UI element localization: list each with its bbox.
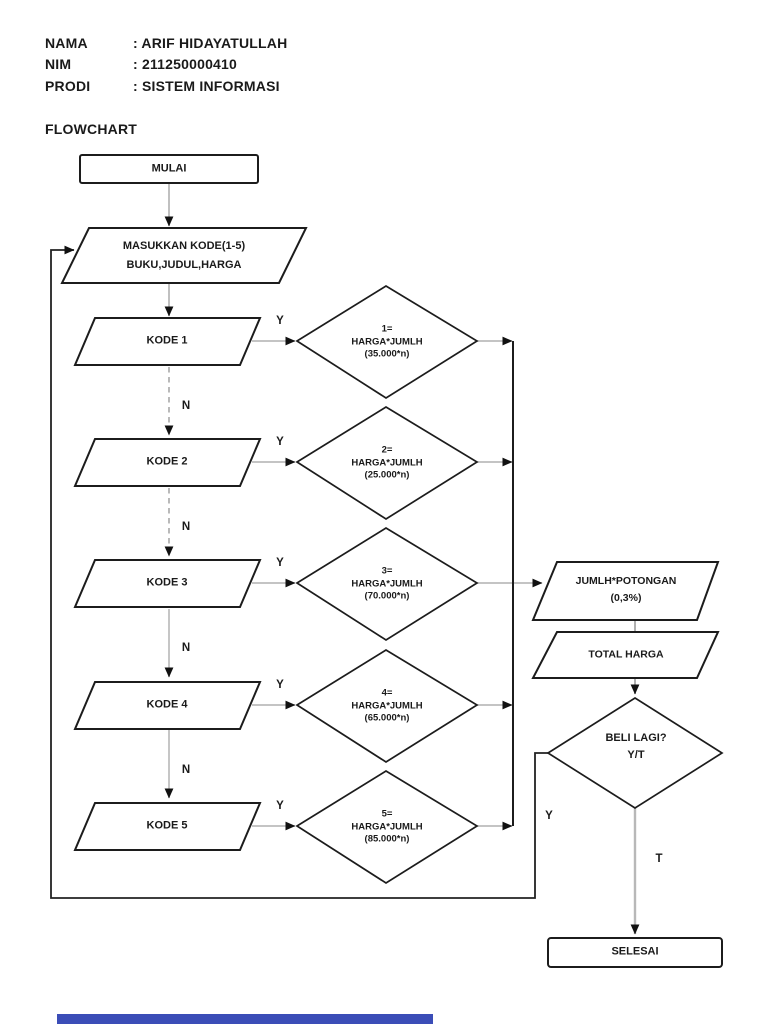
decision3-line2: HARGA*JUMLH	[351, 577, 423, 589]
footer-bar	[57, 1014, 433, 1024]
buyagain-decision-label: BELI LAGI? Y/T	[605, 730, 666, 764]
info-label: NAMA	[45, 34, 88, 51]
kode4-no-label: N	[181, 764, 191, 776]
kode1-node-shape	[73, 317, 262, 366]
buyagain-line2: Y/T	[627, 749, 645, 761]
decision3-shape	[295, 527, 479, 642]
total-node-label: TOTAL HARGA	[588, 648, 664, 661]
info-label: NIM	[45, 56, 72, 73]
kode3-node-shape	[73, 559, 262, 608]
end-node-label: SELESAI	[611, 945, 659, 958]
kode1-label: KODE 1	[146, 334, 188, 347]
decision5-line2: HARGA*JUMLH	[351, 820, 423, 832]
info-row-nama: NAMA : ARIF HIDAYATULLAH	[45, 32, 287, 54]
decision3-label: 3= HARGA*JUMLH (70.000*n)	[351, 565, 422, 603]
buyagain-decision-shape	[546, 696, 724, 810]
start-node-label: MULAI	[151, 162, 187, 175]
decision1-line1: 1=	[381, 323, 393, 335]
kode5-node-shape	[73, 802, 262, 851]
discount-line2: (0,3%)	[610, 592, 642, 604]
decision4-shape	[295, 649, 479, 764]
decision2-line3: (25.000*n)	[364, 469, 410, 481]
start-node-shape	[79, 154, 259, 184]
kode1-no-label: N	[181, 400, 191, 412]
decision2-line2: HARGA*JUMLH	[351, 456, 423, 468]
kode2-yes-label: Y	[276, 436, 284, 448]
kode2-label: KODE 2	[146, 455, 188, 468]
student-info: NAMA : ARIF HIDAYATULLAH NIM : 211250000…	[45, 32, 287, 97]
decision4-line2: HARGA*JUMLH	[351, 699, 423, 711]
kode5-label: KODE 5	[146, 819, 188, 832]
kode1-yes-label: Y	[276, 315, 284, 327]
page-title: FLOWCHART	[45, 121, 138, 137]
input-line2: BUKU,JUDUL,HARGA	[126, 259, 242, 271]
discount-node-label: JUMLH*POTONGAN (0,3%)	[576, 573, 677, 607]
info-value: : 211250000410	[133, 56, 238, 73]
decision4-line3: (65.000*n)	[364, 712, 410, 724]
decision5-label: 5= HARGA*JUMLH (85.000*n)	[351, 808, 422, 846]
kode2-node-shape	[73, 438, 262, 487]
decision2-shape	[295, 406, 479, 521]
decision4-line1: 4=	[381, 687, 393, 699]
decision4-label: 4= HARGA*JUMLH (65.000*n)	[351, 687, 422, 725]
buyagain-yes-label: Y	[545, 810, 553, 822]
kode3-label: KODE 3	[146, 576, 188, 589]
decision5-line3: (85.000*n)	[364, 833, 410, 845]
end-node-shape	[547, 937, 723, 968]
decision3-line3: (70.000*n)	[364, 590, 410, 602]
buyagain-line1: BELI LAGI?	[605, 732, 667, 744]
input-node-shape	[60, 227, 308, 284]
buyagain-no-label: T	[655, 853, 663, 865]
kode3-yes-label: Y	[276, 557, 284, 569]
info-value: : ARIF HIDAYATULLAH	[133, 34, 288, 51]
info-row-nim: NIM : 211250000410	[45, 54, 287, 76]
decision5-shape	[295, 770, 479, 885]
discount-node-shape	[531, 561, 720, 621]
decision1-shape	[295, 285, 479, 400]
input-line1: MASUKKAN KODE(1-5)	[122, 240, 246, 252]
decision1-line3: (35.000*n)	[364, 348, 410, 360]
total-node-shape	[531, 631, 720, 679]
discount-line1: JUMLH*POTONGAN	[575, 575, 677, 587]
kode4-label: KODE 4	[146, 698, 188, 711]
input-node-label: MASUKKAN KODE(1-5) BUKU,JUDUL,HARGA	[123, 237, 245, 275]
loop-back-line	[50, 245, 548, 899]
decision5-line1: 5=	[381, 808, 393, 820]
info-value: : SISTEM INFORMASI	[133, 77, 280, 94]
decision3-line1: 3=	[381, 565, 393, 577]
info-label: PRODI	[45, 77, 91, 94]
decision1-label: 1= HARGA*JUMLH (35.000*n)	[351, 323, 422, 361]
kode4-node-shape	[73, 681, 262, 730]
kode3-no-label: N	[181, 642, 191, 654]
info-row-prodi: PRODI : SISTEM INFORMASI	[45, 75, 287, 97]
decision2-line1: 2=	[381, 444, 393, 456]
kode5-yes-label: Y	[276, 800, 284, 812]
kode4-yes-label: Y	[276, 679, 284, 691]
kode2-no-label: N	[181, 521, 191, 533]
decision1-line2: HARGA*JUMLH	[351, 335, 423, 347]
decision2-label: 2= HARGA*JUMLH (25.000*n)	[351, 444, 422, 482]
